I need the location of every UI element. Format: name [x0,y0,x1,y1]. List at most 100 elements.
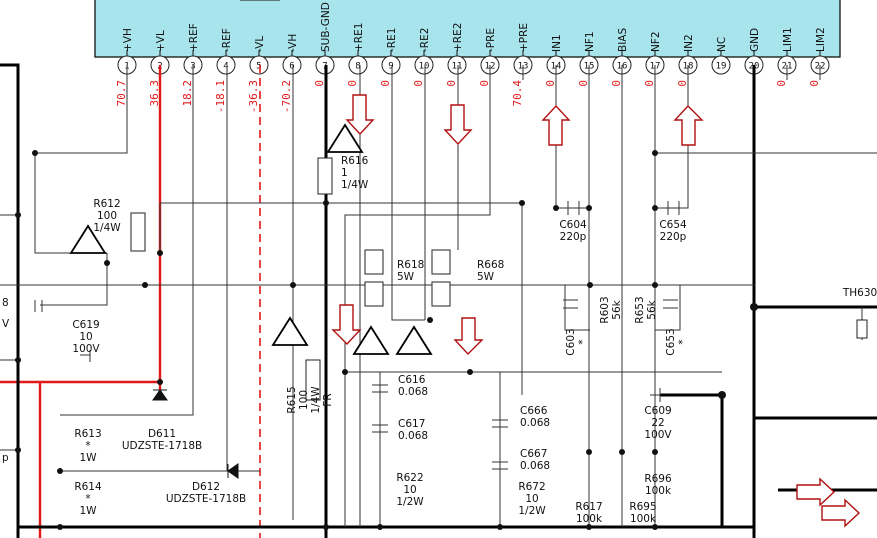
pin-number: 6 [289,62,294,72]
component-label-line: 220p [660,231,687,243]
component-label-line: 220p [560,231,587,243]
pin-voltage: 0 [808,80,821,87]
component-label-line: C616 [398,374,426,386]
component-label-line: C667 [520,448,547,460]
warning-icons [69,123,433,355]
r618-b [364,281,384,307]
component-label-line: R696 [644,473,672,485]
pin-name: +VL [155,30,167,52]
pin-name: +REF [188,23,200,52]
component-label-line: 1/2W [396,496,424,508]
label-edgeV: V [2,318,10,330]
r613-r614 [70,414,90,472]
r616-body [317,157,333,195]
arrow-right-icon [821,498,861,528]
c603-c653 [563,299,678,309]
label-r613: R613*1W [74,428,101,464]
component-label-line: R614 [74,481,102,493]
pin-number: 9 [388,62,393,72]
r615-body [305,359,321,401]
pin-name: NC [716,37,728,52]
w-ref-plus [60,65,194,416]
pin-name: +RE2 [452,23,464,52]
label-c653: C653* [665,328,689,355]
pin-name: NF1 [584,31,596,52]
pin-circle [282,55,302,75]
w-vl-bus [159,202,523,395]
component-label-line: FR [322,393,334,406]
pin-voltage: 0 [544,80,557,87]
pin-name: LIM2 [815,27,827,52]
component-label-line: R668 [477,259,504,271]
component-label-line: * [677,339,689,344]
component-label-line: 56k [611,299,623,319]
arrow-up-icon [673,104,704,146]
black-rail-left [0,63,20,538]
ic-body [94,0,841,58]
component-label-line: * [85,440,90,452]
pin-number: 19 [716,62,727,72]
pin-voltage: 0 [610,80,623,87]
pin-name: +VH [122,28,134,52]
gnd-rail [18,65,756,529]
pin-circle [414,55,434,75]
component-label-line: * [85,493,90,505]
component-label-line: UDZSTE-1718B [166,493,246,505]
component-label-line: 5W [477,271,495,283]
pin-circle [249,55,269,75]
component-labels: R61611/4WR6121001/4WR6185WR6685WC604220p… [2,155,877,525]
component-label-line: D612 [192,481,220,493]
component-label-line: 100V [644,429,672,441]
pin-voltage: 0 [676,80,689,87]
pin-voltage: 0 [775,80,788,87]
component-label-line: R622 [396,472,423,484]
pin-name: -RE1 [386,28,398,52]
arrow-down-icon [443,104,473,146]
r668-b [431,281,451,307]
component-label-line: C603 [565,328,577,355]
component-label-line: p [2,452,9,464]
component-label-line: 0.068 [398,386,428,398]
component-label-line: 1/2W [518,505,546,517]
pin-name: -REF [221,28,233,52]
pin-name: SUB-GND [320,2,332,52]
component-label-line: 1 [341,167,348,179]
arrow-down-icon [331,304,362,346]
pin-name: -VL [254,36,266,52]
component-label-line: R618 [397,259,424,271]
component-label-line: R672 [518,481,545,493]
component-label-line: 1W [79,452,97,464]
pin-circle [216,55,236,75]
component-label-line: R612 [93,198,120,210]
c609 [650,388,661,402]
label-th630: TH630 [842,287,877,299]
pin-name: -RE2 [419,28,431,52]
warning-icon [69,224,107,254]
component-label-line: 100 [97,210,117,222]
component-label-line: 8 [2,297,9,309]
arrow-right-icon [796,477,836,507]
warning-icon [352,325,390,355]
component-label-line: 10 [525,493,538,505]
w-lim [786,65,821,80]
component-label-line: 1W [79,505,97,517]
pin-name: -PRE [485,28,497,52]
pin-voltage: 0 [346,80,359,87]
component-label-line: 56k [646,299,658,319]
component-label-line: 0.068 [520,460,550,472]
pin-name: BIAS [617,28,629,52]
component-label-line: 10 [403,484,416,496]
